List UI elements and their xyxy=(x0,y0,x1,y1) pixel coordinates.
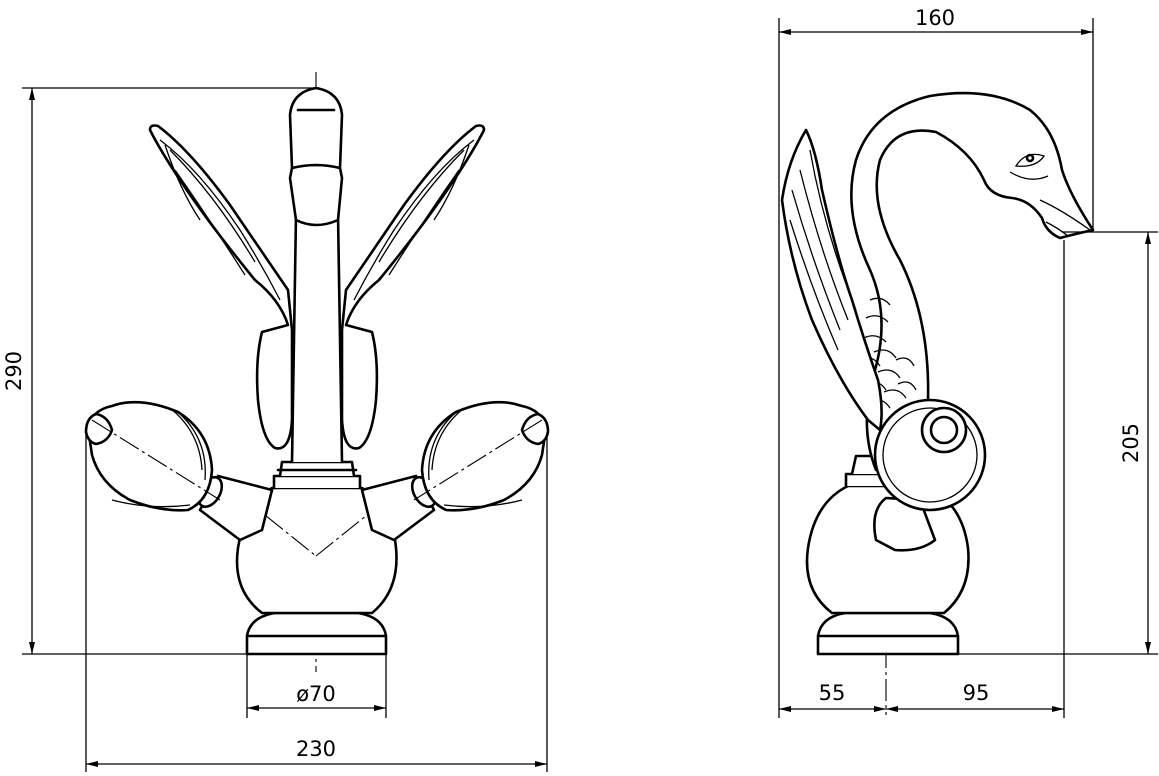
front-spout-head xyxy=(288,86,344,170)
front-left-wing xyxy=(148,124,294,450)
front-base xyxy=(245,611,388,656)
front-right-handle xyxy=(360,400,550,542)
dim-front-base-diameter: ø70 xyxy=(296,682,336,706)
front-body-sphere xyxy=(235,486,398,615)
front-spout xyxy=(290,196,344,464)
side-base xyxy=(816,611,960,656)
dim-side-spout-height: 205 xyxy=(1119,423,1143,463)
front-view xyxy=(84,72,550,672)
dim-side-overall-width: 160 xyxy=(915,6,955,30)
dim-side-right-offset: 95 xyxy=(963,681,990,705)
side-swan-neck xyxy=(850,91,1095,472)
dim-front-height: 290 xyxy=(2,351,26,391)
side-handle xyxy=(873,398,987,552)
front-right-wing xyxy=(340,124,486,450)
side-wing xyxy=(780,128,883,432)
side-view xyxy=(780,91,1095,715)
front-left-handle xyxy=(84,400,274,542)
dim-front-overall-width: 230 xyxy=(296,737,336,761)
dim-side-left-offset: 55 xyxy=(819,681,846,705)
front-dimensions: 290 ø70 230 xyxy=(2,87,548,772)
side-dimensions: 160 205 55 95 xyxy=(778,6,1158,718)
